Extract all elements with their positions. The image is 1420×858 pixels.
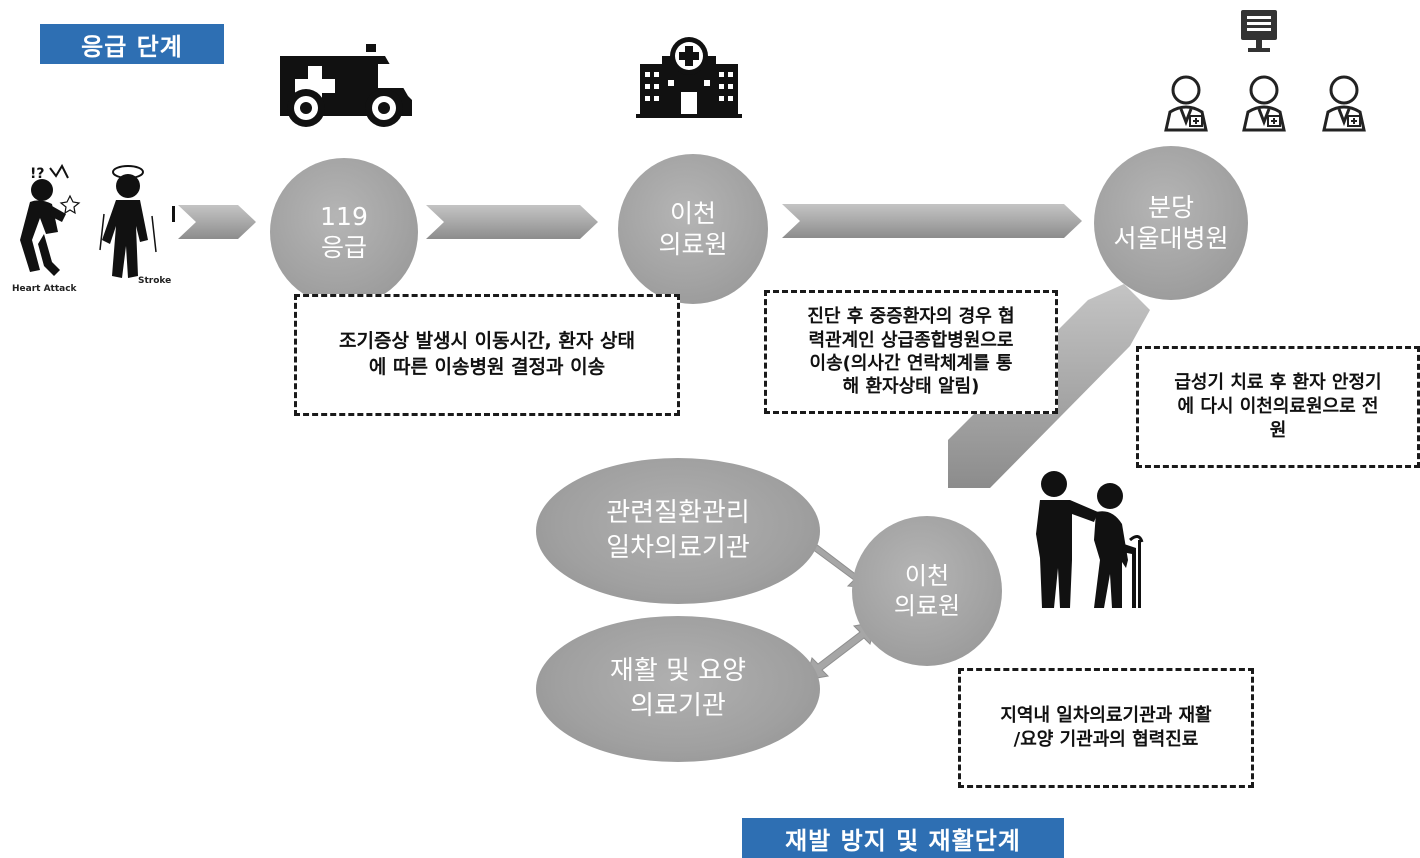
flow-arrow-3	[782, 204, 1082, 238]
note-referral-line: 이송(의사간 연락체계를 통	[809, 353, 1013, 374]
note-return: 급성기 치료 후 환자 안정기 에 다시 이천의료원으로 전 원	[1136, 346, 1420, 468]
node-rehab-care: 재활 및 요양 의료기관	[536, 616, 820, 762]
hospital-icon	[636, 37, 742, 118]
stroke-label: Stroke	[138, 276, 172, 286]
node-rehab-care-line1: 재활 및 요양	[609, 655, 747, 686]
node-bundang: 분당 서울대병원	[1094, 146, 1248, 300]
heart-attack-figure-icon: !?	[20, 163, 81, 276]
note-referral: 진단 후 중증환자의 경우 협 력관계인 상급종합병원으로 이송(의사간 연락체…	[764, 290, 1058, 414]
doctor-icon	[1164, 75, 1208, 132]
note-regional: 지역내 일차의료기관과 재활 /요양 기관과의 협력진료	[958, 668, 1254, 788]
note-referral-line: 진단 후 중증환자의 경우 협	[807, 306, 1015, 328]
node-119: 119 응급	[270, 158, 418, 306]
note-transport-line: 에 따른 이송병원 결정과 이송	[368, 356, 606, 378]
note-regional-line: /요양 기관과의 협력진료	[1013, 729, 1199, 750]
ambulance-icon	[280, 44, 412, 127]
note-transport-line: 조기증상 발생시 이동시간, 환자 상태	[339, 330, 635, 353]
elderly-care-icon	[1036, 471, 1144, 608]
note-referral-line: 해 환자상태 알림)	[842, 376, 980, 398]
node-bundang-line2: 서울대병원	[1113, 224, 1229, 253]
flow-arrow-1	[178, 205, 256, 239]
heart-attack-label: Heart Attack	[12, 284, 77, 294]
node-bundang-line1: 분당	[1147, 192, 1194, 222]
node-primary-care: 관련질환관리 일차의료기관	[536, 458, 820, 604]
flow-arrow-2	[426, 205, 598, 239]
node-icheon-top-line1: 이천	[669, 198, 716, 228]
node-icheon-top-line2: 의료원	[658, 230, 728, 259]
note-referral-line: 력관계인 상급종합병원으로	[808, 329, 1014, 351]
note-regional-line: 지역내 일차의료기관과 재활	[1000, 704, 1212, 726]
note-transport: 조기증상 발생시 이동시간, 환자 상태 에 따른 이송병원 결정과 이송	[294, 294, 680, 416]
note-return-line: 원	[1269, 420, 1287, 442]
note-return-line: 급성기 치료 후 환자 안정기	[1174, 371, 1382, 393]
svg-text:!?: !?	[30, 166, 45, 182]
node-icheon-top: 이천 의료원	[618, 154, 768, 304]
node-icheon-bottom-line1: 이천	[904, 562, 950, 590]
doctor-icon	[1242, 75, 1286, 132]
stroke-figure-icon	[99, 165, 175, 278]
rehab-stage-banner: 재발 방지 및 재활단계	[742, 818, 1064, 858]
node-primary-care-line1: 관련질환관리	[606, 497, 750, 528]
node-primary-care-line2: 일차의료기관	[606, 533, 750, 563]
note-return-line: 에 다시 이천의료원으로 전	[1177, 395, 1379, 417]
node-icheon-bottom-line2: 의료원	[893, 592, 961, 620]
node-icheon-bottom: 이천 의료원	[852, 516, 1002, 666]
monitor-icon	[1241, 10, 1277, 52]
doctor-icon	[1322, 75, 1366, 132]
node-119-line1: 119	[320, 201, 368, 231]
node-rehab-care-line2: 의료기관	[630, 691, 726, 721]
emergency-stage-banner: 응급 단계	[40, 24, 224, 64]
node-119-line2: 응급	[320, 233, 367, 262]
